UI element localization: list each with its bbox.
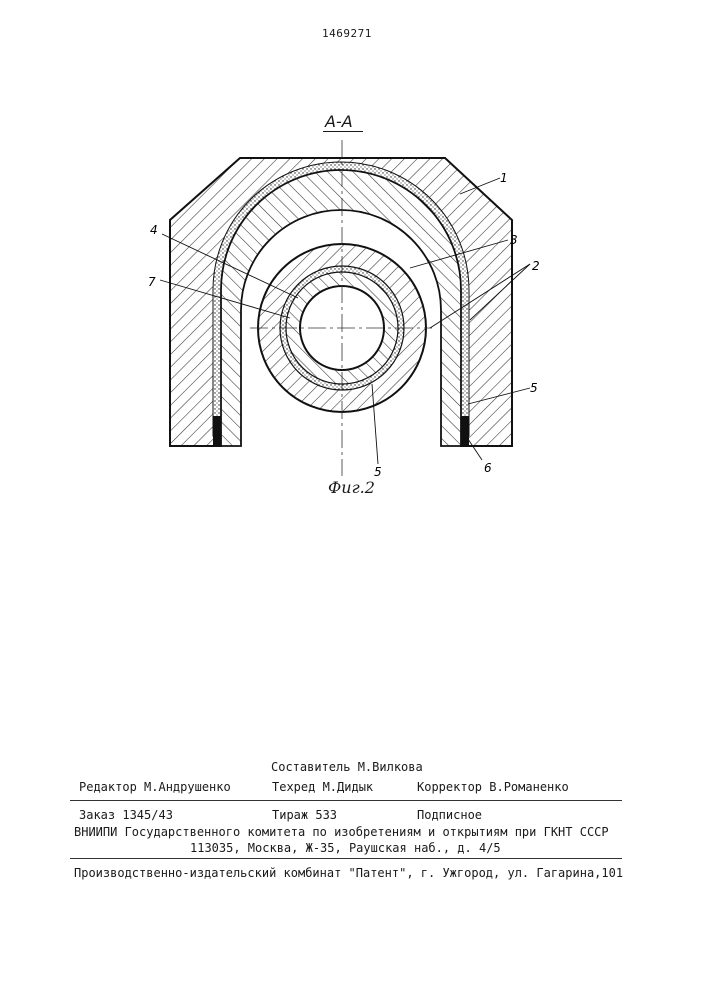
callout-6: 6 (484, 461, 492, 475)
compiler-credit: Составитель М.Вилкова (271, 760, 423, 774)
order-number: Заказ 1345/43 (79, 808, 173, 822)
figure-caption: Фиг.2 (328, 478, 375, 497)
publisher-line: Производственно-издательский комбинат "П… (74, 866, 623, 880)
callout-5-right: 5 (530, 381, 538, 395)
section-label: А-А (325, 112, 353, 131)
technical-drawing: 1 3 2 4 7 5 5 6 (130, 140, 550, 500)
section-label-underline (323, 131, 363, 132)
divider-top (70, 800, 622, 801)
institution-address: 113035, Москва, Ж-35, Раушская наб., д. … (190, 841, 501, 855)
callout-1: 1 (500, 171, 508, 185)
callout-2: 2 (532, 259, 540, 273)
techred-credit: Техред М.Дидык (272, 780, 373, 794)
callout-3: 3 (510, 233, 518, 247)
callout-5-bottom: 5 (374, 465, 382, 479)
patent-number: 1469271 (322, 27, 372, 40)
editor-credit: Редактор М.Андрушенко (79, 780, 231, 794)
institution-line: ВНИИПИ Государственного комитета по изоб… (74, 825, 609, 839)
callout-4: 4 (150, 223, 158, 237)
callout-7: 7 (148, 275, 156, 289)
plug-6-right (461, 416, 469, 446)
divider-bottom (70, 858, 622, 859)
subscription-note: Подписное (417, 808, 482, 822)
plug-6-left (213, 416, 221, 446)
circulation: Тираж 533 (272, 808, 337, 822)
corrector-credit: Корректор В.Романенко (417, 780, 569, 794)
